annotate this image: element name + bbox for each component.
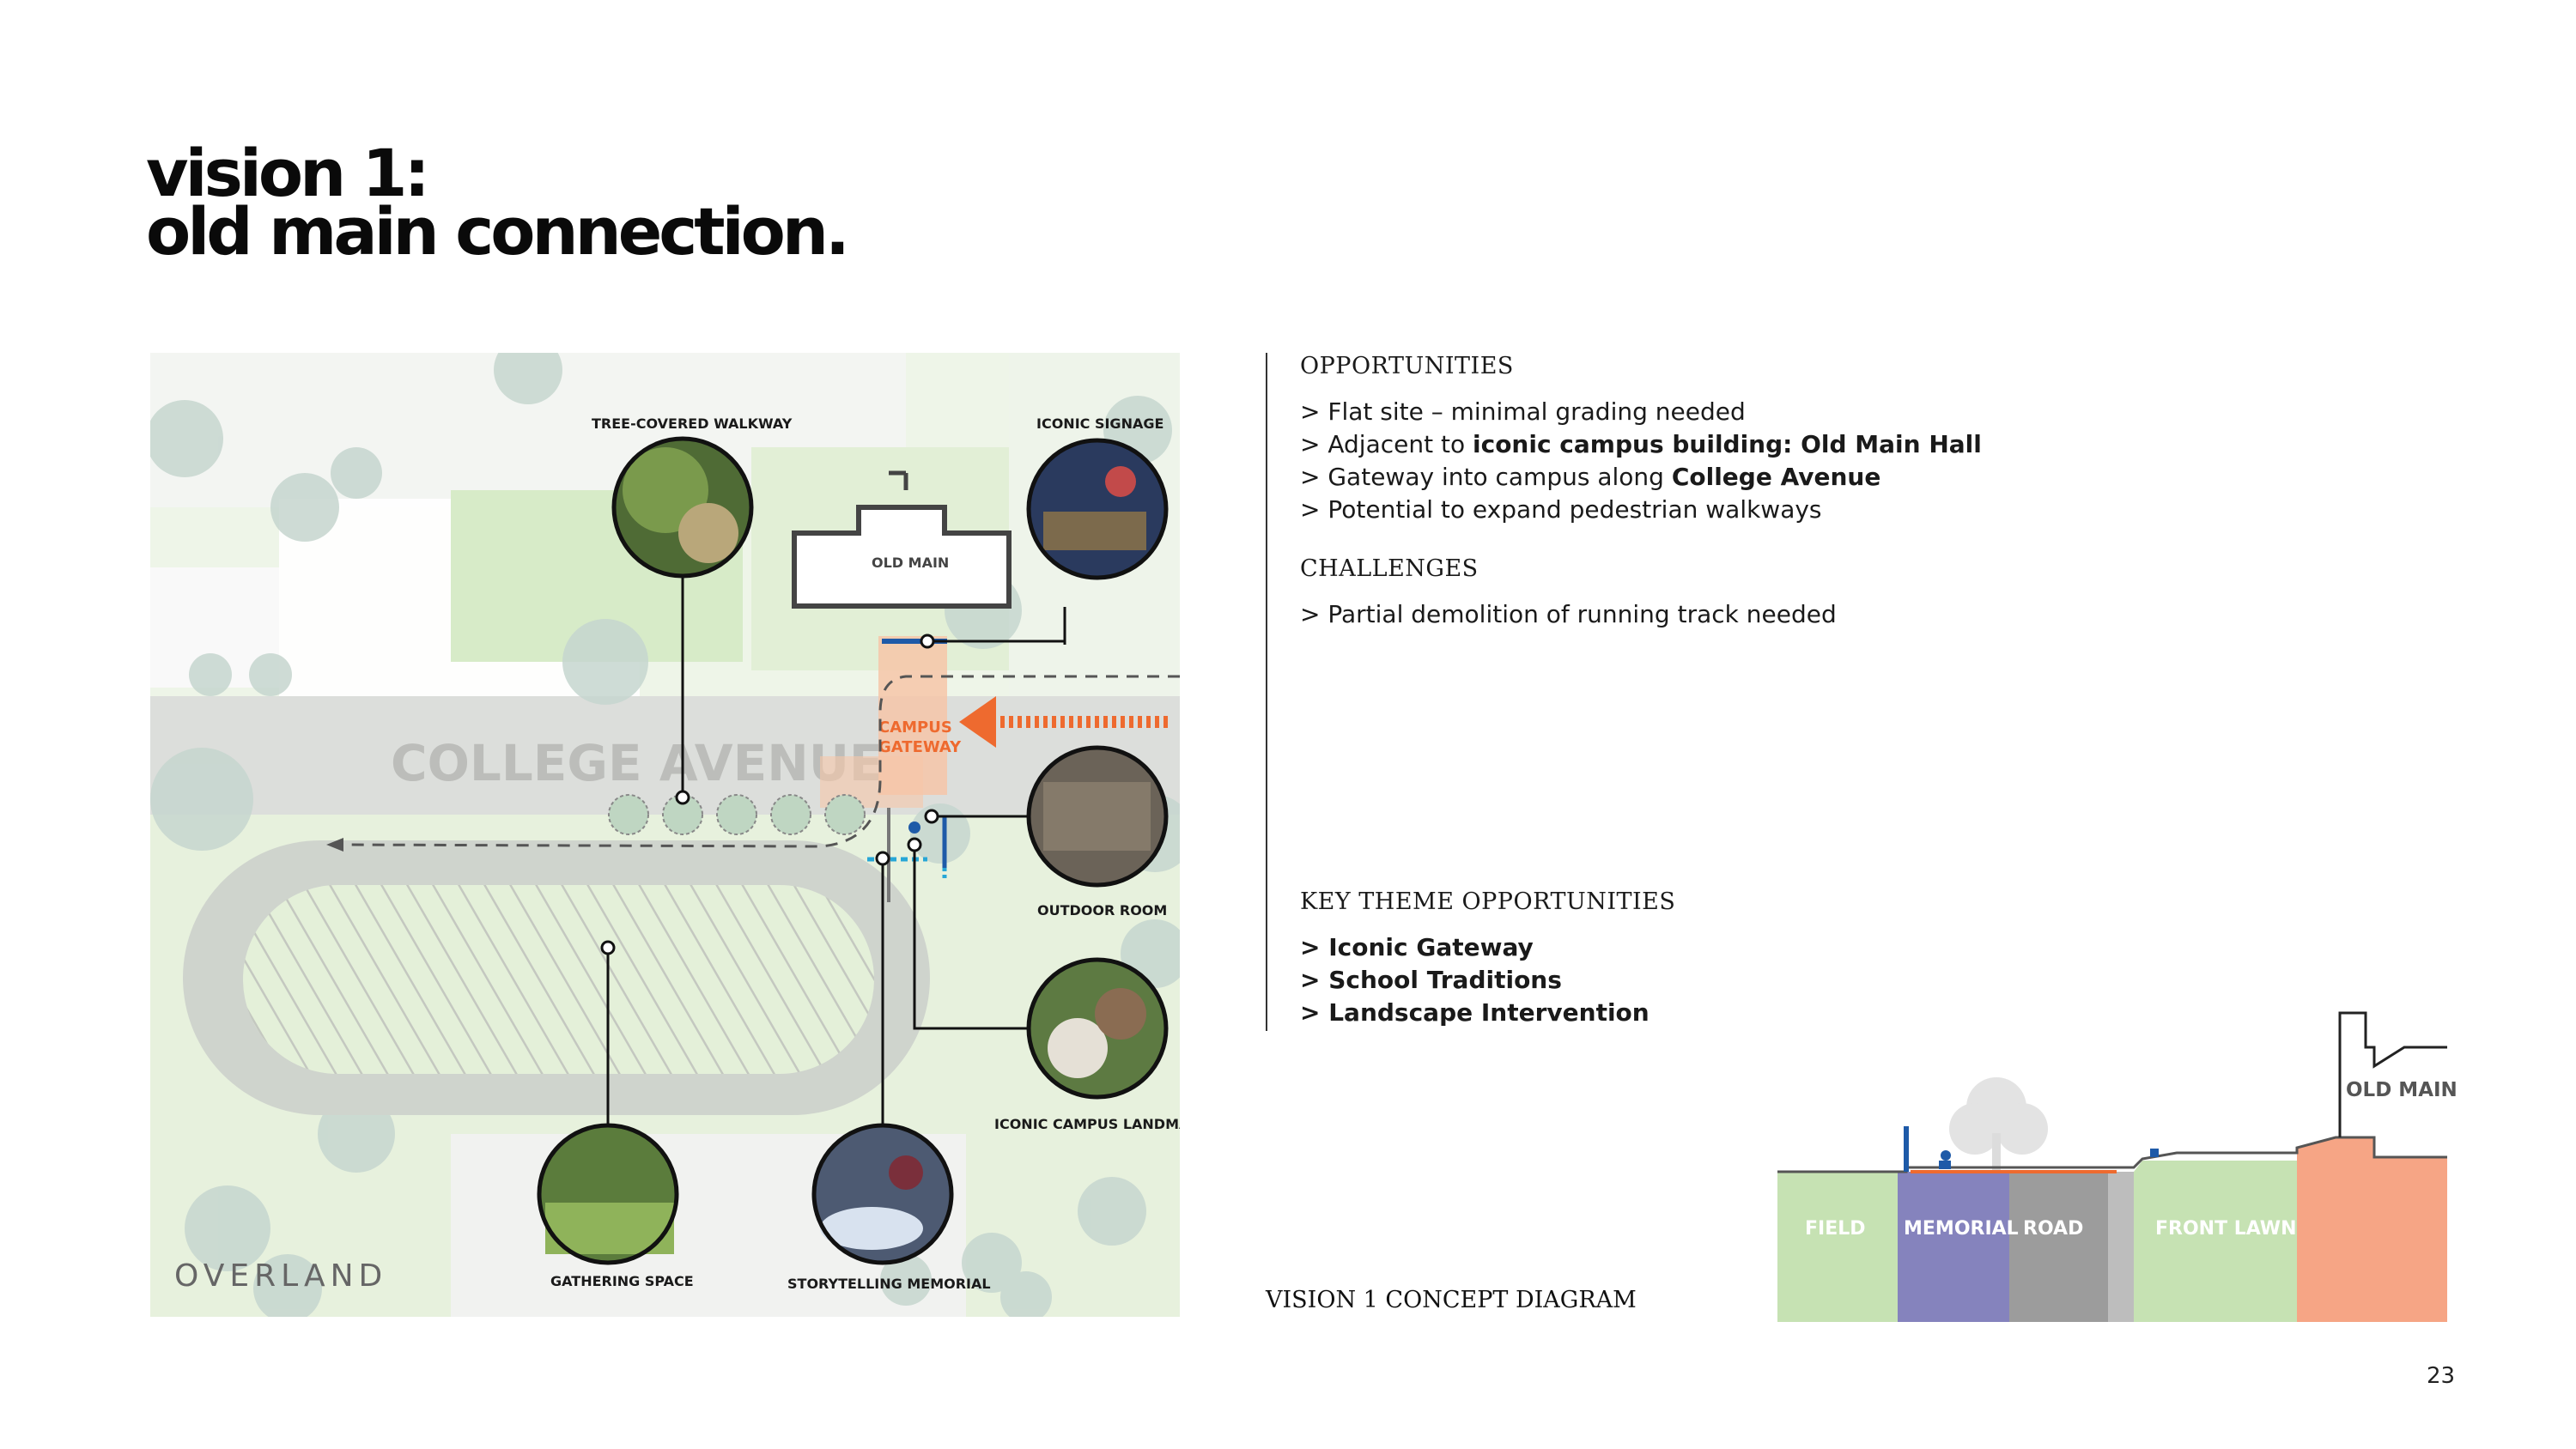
site-plan-map: COLLEGE AVENUE CAMPUS GATEWAY [150,353,1180,1317]
old-main-map-label: OLD MAIN [872,555,949,571]
zone-label-front-lawn: FRONT LAWN [2155,1218,2296,1240]
key-themes-heading: KEY THEME OPPORTUNITIES [1300,888,1676,915]
label-iconic-campus-landmark: ICONIC CAMPUS LANDMARK [994,1116,1180,1132]
college-avenue-label: COLLEGE AVENUE [391,734,884,792]
zone-road [2009,1172,2108,1322]
photo-outdoor-room [1026,745,1169,888]
label-storytelling-memorial: STORYTELLING MEMORIAL [787,1276,991,1292]
zone-label-road: ROAD [2023,1218,2083,1240]
title-line-2: old main connection. [146,193,850,270]
section-old-main-label: OLD MAIN [2346,1079,2458,1101]
campus-gateway-label-1: CAMPUS [878,718,952,737]
column-divider [1266,353,1267,1031]
section-building [2297,1138,2447,1322]
tree-canopies [150,353,1180,1317]
label-iconic-signage: ICONIC SIGNAGE [1036,415,1163,432]
diagram-caption: VISION 1 CONCEPT DIAGRAM [1266,1287,1637,1313]
pedestrian-route [338,675,1180,848]
page-number: 23 [2427,1363,2456,1389]
zone-field [1777,1172,1898,1322]
opportunities-heading: OPPORTUNITIES [1300,353,1514,379]
list-item: > Gateway into campus along College Aven… [1300,463,1881,491]
title-line-1: vision 1: [146,135,430,211]
list-item: > Potential to expand pedestrian walkway… [1300,495,1822,524]
label-outdoor-room: OUTDOOR ROOM [1037,902,1167,919]
challenges-list: > Partial demolition of running track ne… [1300,598,1837,631]
list-item: > Landscape Intervention [1300,998,1649,1027]
track-infield [243,885,874,1074]
concept-section-diagram: OLD MAIN FIELD MEMORIAL ROAD FRONT LAWN [1777,979,2464,1322]
list-item: > Adjacent to iconic campus building: Ol… [1300,430,1982,458]
overland-logo: OVERLAND [174,1258,387,1294]
photo-gathering-space [537,1123,679,1265]
section-tree [1949,1077,2048,1176]
photo-iconic-signage [1026,438,1169,580]
list-item: > Flat site – minimal grading needed [1300,397,1746,426]
opportunities-list: > Flat site – minimal grading needed > A… [1300,396,1982,526]
zone-memorial [1898,1172,2009,1322]
zone-label-memorial: MEMORIAL [1904,1218,2019,1240]
old-main-building [792,505,1012,609]
zone-label-field: FIELD [1805,1218,1866,1240]
campus-gateway-label-2: GATEWAY [878,738,962,756]
challenges-heading: CHALLENGES [1300,555,1479,582]
entry-arrow-head [959,696,996,748]
zone-front-lawn [2134,1161,2297,1322]
key-themes-list: > Iconic Gateway > School Traditions > L… [1300,931,1649,1029]
list-item: > Partial demolition of running track ne… [1300,600,1837,628]
photo-storytelling-memorial [811,1123,954,1265]
label-tree-covered-walkway: TREE-COVERED WALKWAY [592,415,793,432]
page-title: vision 1: old main connection. [146,135,850,270]
label-gathering-space: GATHERING SPACE [550,1273,694,1289]
list-item: > School Traditions [1300,966,1562,994]
photo-iconic-campus-landmark [1026,957,1169,1100]
photo-tree-covered-walkway [611,436,754,579]
college-avenue-road [150,696,1180,815]
list-item: > Iconic Gateway [1300,933,1534,961]
